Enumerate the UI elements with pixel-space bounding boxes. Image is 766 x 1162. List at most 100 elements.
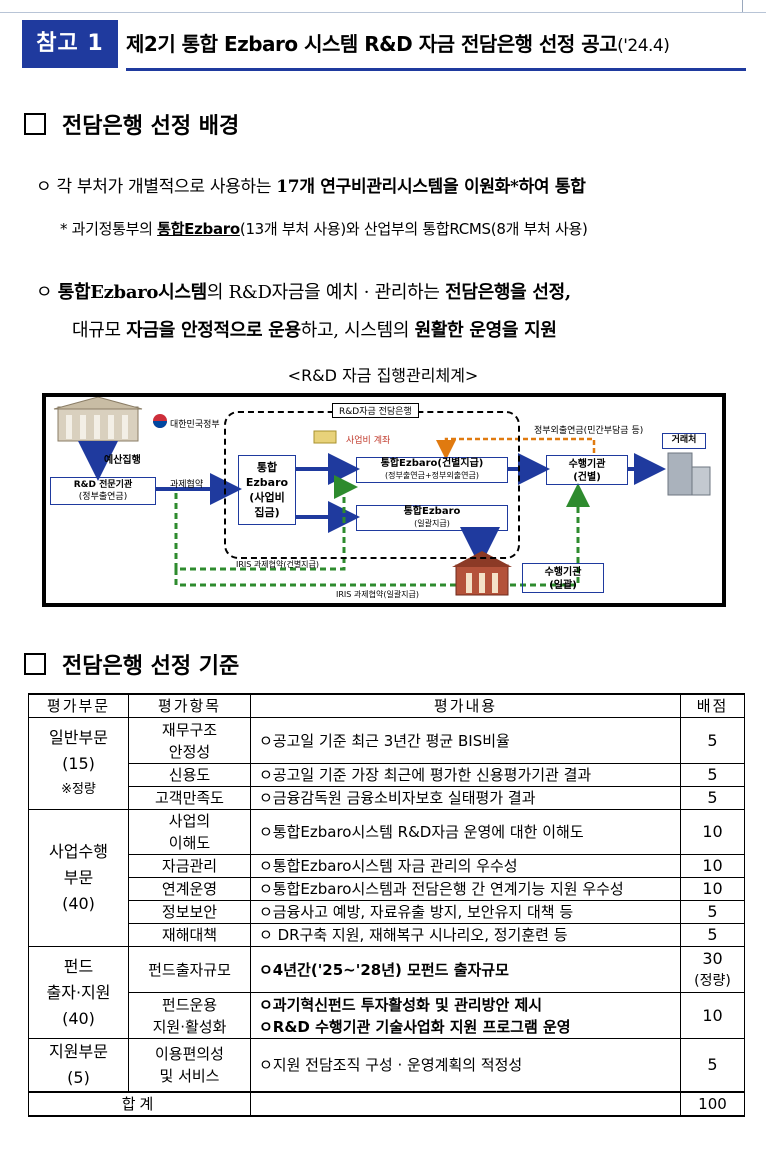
bank-label: R&D자금 전담은행 xyxy=(332,403,419,418)
ezbaro-individual-sub: (정부출연금+정부외출연금) xyxy=(385,471,479,480)
central-line: 통합 xyxy=(256,461,278,474)
rnd-agency-box: R&D 전문기관(정부출연금) xyxy=(50,477,156,505)
score-cell: 5 xyxy=(680,1038,745,1093)
page-header: 참고 1 제2기 통합 Ezbaro 시스템 R&D 자금 전담은행 선정 공고… xyxy=(22,20,746,71)
bullet-bold: 원활한 운영을 지원 xyxy=(414,320,557,341)
content-cell: ㅇ DR구축 지원, 재해복구 시나리오, 정기훈련 등 xyxy=(250,923,681,947)
diagram-connectors xyxy=(53,397,711,596)
bullet-text: 의 R&D자금을 예치 · 관리하는 xyxy=(206,282,446,303)
bullet-bank-line1: ㅇ 통합Ezbaro시스템의 R&D자금을 예치 · 관리하는 전담은행을 선정… xyxy=(36,278,571,304)
ezbaro-individual-box: 통합Ezbaro(건별지급)(정부출연금+정부외출연금) xyxy=(356,457,508,483)
content-cell: ㅇ지원 전담조직 구성 · 운영계획의 적정성 xyxy=(250,1038,681,1093)
government-building-icon xyxy=(53,397,143,442)
cell-line: ㅇ금융사고 예방, 자료유출 방지, 보안유지 대책 등 xyxy=(259,903,574,921)
section-title: 전담은행 선정 배경 xyxy=(62,114,240,139)
exec-individual-sub: (건별) xyxy=(573,472,601,483)
checkbox-square-icon xyxy=(24,653,46,675)
total-empty-cell xyxy=(250,1091,681,1117)
bullet-bold: 전담은행을 선정, xyxy=(445,282,571,303)
cell-line: (정량) xyxy=(694,972,731,989)
note-underlined: 통합Ezbaro xyxy=(157,220,240,238)
cell-line: 10 xyxy=(702,822,723,841)
cell-line: 5 xyxy=(707,902,718,921)
score-cell: 5 xyxy=(680,923,745,947)
cell-line: 30 xyxy=(702,948,723,968)
header-item: 평가항목 xyxy=(128,693,251,718)
cell-line: 이해도 xyxy=(168,834,211,852)
vendor-building-icon xyxy=(667,452,711,496)
item-cell: 연계운영 xyxy=(128,877,251,901)
cell-line: 10 xyxy=(702,856,723,875)
reference-badge: 참고 1 xyxy=(22,20,118,68)
cell-line: (5) xyxy=(67,1068,90,1087)
cell-line: ㅇ공고일 기준 가장 최근에 평가한 신용평가기관 결과 xyxy=(259,766,592,784)
vendor-box: 거래처 xyxy=(662,433,706,449)
cell-line: 사업수행 xyxy=(49,842,108,861)
institution-building-icon xyxy=(452,551,512,596)
content-cell: ㅇ공고일 기준 최근 3년간 평균 BIS비율 xyxy=(250,717,681,764)
diagram-caption: <R&D 자금 집행관리체계> xyxy=(287,366,479,385)
cell-line: 지원·활성화 xyxy=(152,1017,227,1036)
central-line: Ezbaro xyxy=(245,476,289,489)
cell-line: (15) xyxy=(62,753,95,773)
exec-individual-label: 수행기관 xyxy=(568,459,606,470)
section-heading-criteria: 전담은행 선정 기준 xyxy=(24,648,239,680)
cell-line: ㅇ통합Ezbaro시스템과 전담은행 간 연계기능 지원 우수성 xyxy=(259,880,624,898)
bullet-text: 하고, 시스템의 xyxy=(300,320,415,341)
score-cell: 10 xyxy=(680,877,745,901)
cell-line: 5 xyxy=(707,925,718,944)
exec-lump-box: 수행기관(일괄) xyxy=(522,563,604,593)
table-row: 연계운영 ㅇ통합Ezbaro시스템과 전담은행 간 연계기능 지원 우수성 10 xyxy=(29,877,745,901)
cell-line: 연계운영 xyxy=(161,880,218,898)
cell-line: 5 xyxy=(707,1055,718,1074)
note-text: * 과기정통부의 xyxy=(60,220,158,238)
score-cell: 5 xyxy=(680,786,745,810)
cell-line: 신용도 xyxy=(168,766,211,784)
total-label: 합계 xyxy=(28,1091,251,1117)
content-cell: ㅇ통합Ezbaro시스템 R&D자금 운영에 대한 이해도 xyxy=(250,809,681,855)
cell-line: ㅇ지원 전담조직 구성 · 운영계획의 적정성 xyxy=(259,1056,523,1074)
cell-line: (40) xyxy=(62,1008,95,1028)
item-cell: 자금관리 xyxy=(128,854,251,878)
bullet-marker: ㅇ xyxy=(36,282,58,303)
content-cell: ㅇ금융사고 예방, 자료유출 방지, 보안유지 대책 등 xyxy=(250,900,681,924)
bullet-bank-line2: 대규모 자금을 안정적으로 운용하고, 시스템의 원활한 운영을 지원 xyxy=(72,316,557,342)
page-tick xyxy=(742,0,743,12)
cell-line: 재무구조 xyxy=(161,720,218,739)
section-heading-background: 전담은행 선정 배경 xyxy=(24,108,239,140)
central-line: (사업비 xyxy=(249,491,285,504)
budget-label: 예산집행 xyxy=(104,455,141,466)
bullet-bold: 자금을 안정적으로 운용 xyxy=(126,320,301,341)
score-cell: 5 xyxy=(680,900,745,924)
cell-line: 일반부문 xyxy=(49,727,108,747)
footnote: * 과기정통부의 통합Ezbaro(13개 부처 사용)와 산업부의 통합RCM… xyxy=(60,218,588,239)
score-cell: 10 xyxy=(680,809,745,855)
cell-line: ㅇR&D 수행기관 기술사업화 지원 프로그램 운영 xyxy=(259,1017,571,1036)
item-cell: 재해대책 xyxy=(128,923,251,947)
table-header-row: 평가부문 평가항목 평가내용 배점 xyxy=(28,693,745,718)
note-text-post: (13개 부처 사용)와 산업부의 통합RCMS(8개 부처 사용) xyxy=(239,220,588,238)
exec-individual-box: 수행기관 (건별) xyxy=(546,455,628,485)
external-fund-label: 정부외출연금(민간부담금 등) xyxy=(534,426,644,436)
title-date: ('24.4) xyxy=(617,36,670,56)
content-cell: ㅇ4년간('25~'28년) 모펀드 출자규모 xyxy=(250,946,681,993)
cell-line: 5 xyxy=(707,765,718,784)
cell-line: 자금관리 xyxy=(161,857,218,875)
top-rule xyxy=(0,0,766,13)
content-cell: ㅇ통합Ezbaro시스템과 전담은행 간 연계기능 지원 우수성 xyxy=(250,877,681,901)
item-cell: 신용도 xyxy=(128,763,251,787)
